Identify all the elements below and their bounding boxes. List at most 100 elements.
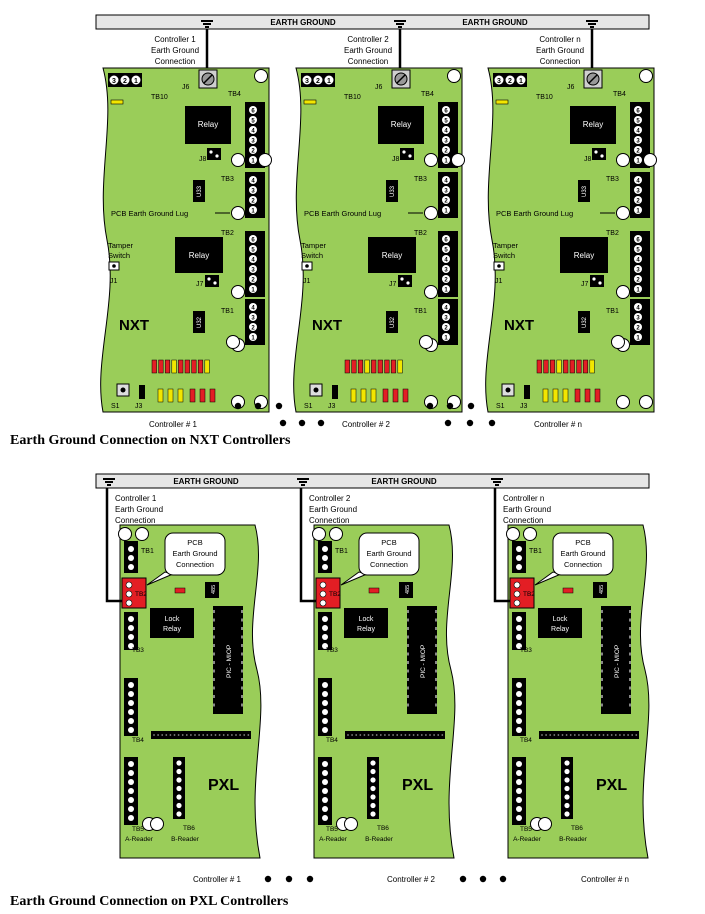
header-pin (347, 734, 349, 736)
terminal-screw (442, 186, 450, 194)
pin-number: 4 (251, 306, 255, 312)
tb2-label: TB2 (135, 591, 147, 598)
header-pin (190, 734, 192, 736)
pic-pin (601, 618, 603, 622)
header-pin (619, 734, 621, 736)
pic-pin (213, 686, 215, 690)
led (370, 388, 377, 403)
terminal-screw (128, 555, 134, 561)
tb1-label: TB1 (529, 548, 542, 555)
mounting-hole (231, 153, 245, 167)
connection-label-line: Earth Ground (115, 505, 163, 514)
mounting-hole (226, 335, 240, 349)
j8-jumper (400, 148, 414, 160)
led (563, 359, 569, 374)
pic-pin (241, 695, 243, 698)
u32-label: U32 (582, 316, 588, 328)
header-pin (355, 734, 358, 736)
terminal-screw (322, 555, 328, 561)
header-pin (631, 734, 634, 736)
terminal-screw (634, 126, 642, 134)
tb10-label: TB10 (151, 94, 168, 101)
ellipsis-dot (279, 419, 287, 427)
terminal-screw (634, 333, 642, 341)
pin-number: 6 (251, 238, 255, 244)
terminal-screw (249, 303, 257, 311)
mounting-hole (231, 206, 245, 220)
pic-chip (407, 606, 437, 714)
pin-number: 3 (112, 78, 116, 85)
terminal-screw (249, 106, 257, 114)
pxl-bar-label: EARTH GROUND (173, 477, 239, 486)
header-pin (586, 734, 588, 736)
pin-number: 5 (251, 248, 255, 254)
terminal-screw (128, 779, 134, 785)
tb3-label: TB3 (132, 647, 144, 654)
terminal-block (245, 172, 265, 218)
tb5-label: TB5 (132, 826, 144, 833)
terminal-screw (322, 691, 328, 697)
tb4-terminal (512, 678, 526, 736)
header-pin (165, 734, 168, 736)
j3-jumper (332, 385, 338, 399)
pic-pin (629, 627, 631, 630)
header-pin (590, 734, 593, 736)
terminal-screw (125, 599, 133, 607)
relay (175, 237, 223, 273)
terminal-screw (249, 255, 257, 263)
terminal-screw (370, 760, 376, 766)
terminal-screw (128, 564, 134, 570)
terminal-screw (319, 581, 327, 589)
pin-number: 3 (497, 78, 501, 85)
pic-pin (435, 618, 437, 622)
pic-label: PIC - MIOP (420, 645, 427, 678)
ground-wire (299, 488, 319, 603)
connection-label-line: Earth Ground (536, 46, 584, 55)
terminal-screw (128, 770, 134, 776)
relay (570, 106, 616, 144)
controller-footer: Controller # n (581, 875, 629, 884)
terminal-screw (634, 176, 642, 184)
pic-pin (241, 610, 243, 613)
tb2-label: TB2 (606, 230, 619, 237)
header-pin (367, 734, 370, 736)
terminal-screw (249, 176, 257, 184)
mounting-hole (329, 527, 343, 541)
pin-number: 3 (636, 316, 640, 322)
header-pin (408, 734, 411, 736)
pin-number: 4 (251, 179, 255, 185)
connection-label-line: Connection (309, 516, 349, 525)
pic-pin (407, 610, 409, 613)
pin-number: 2 (636, 199, 640, 205)
terminal-screw (249, 206, 257, 214)
pin-number: 3 (444, 268, 448, 274)
connection-label-line: Controller 2 (347, 35, 389, 44)
pin-number: 4 (636, 306, 640, 312)
tb1-label: TB1 (221, 308, 234, 315)
pic-pin (407, 686, 409, 690)
header-pin (161, 734, 164, 736)
pic-pin (601, 678, 603, 681)
callout-bubble (164, 532, 226, 576)
pin-number: 1 (444, 336, 448, 342)
pic-pin (241, 627, 243, 630)
terminal-screw (634, 235, 642, 243)
terminal-block (438, 172, 458, 218)
a-reader-label: A-Reader (319, 836, 348, 843)
tamper-switch-pin (305, 264, 309, 268)
header-pin (214, 734, 217, 736)
terminal-screw (120, 75, 130, 85)
terminal-screw (634, 196, 642, 204)
led (151, 359, 157, 374)
callout-text: Earth Ground (366, 549, 411, 558)
led (594, 388, 601, 403)
header-pin (578, 734, 580, 736)
relay-label: Relay (583, 120, 603, 129)
terminal-screw (128, 546, 134, 552)
header-pin (202, 734, 205, 736)
relay-label: Relay (391, 120, 411, 129)
terminal-screw (513, 599, 521, 607)
terminal-screw (442, 333, 450, 341)
terminal-screw (249, 126, 257, 134)
